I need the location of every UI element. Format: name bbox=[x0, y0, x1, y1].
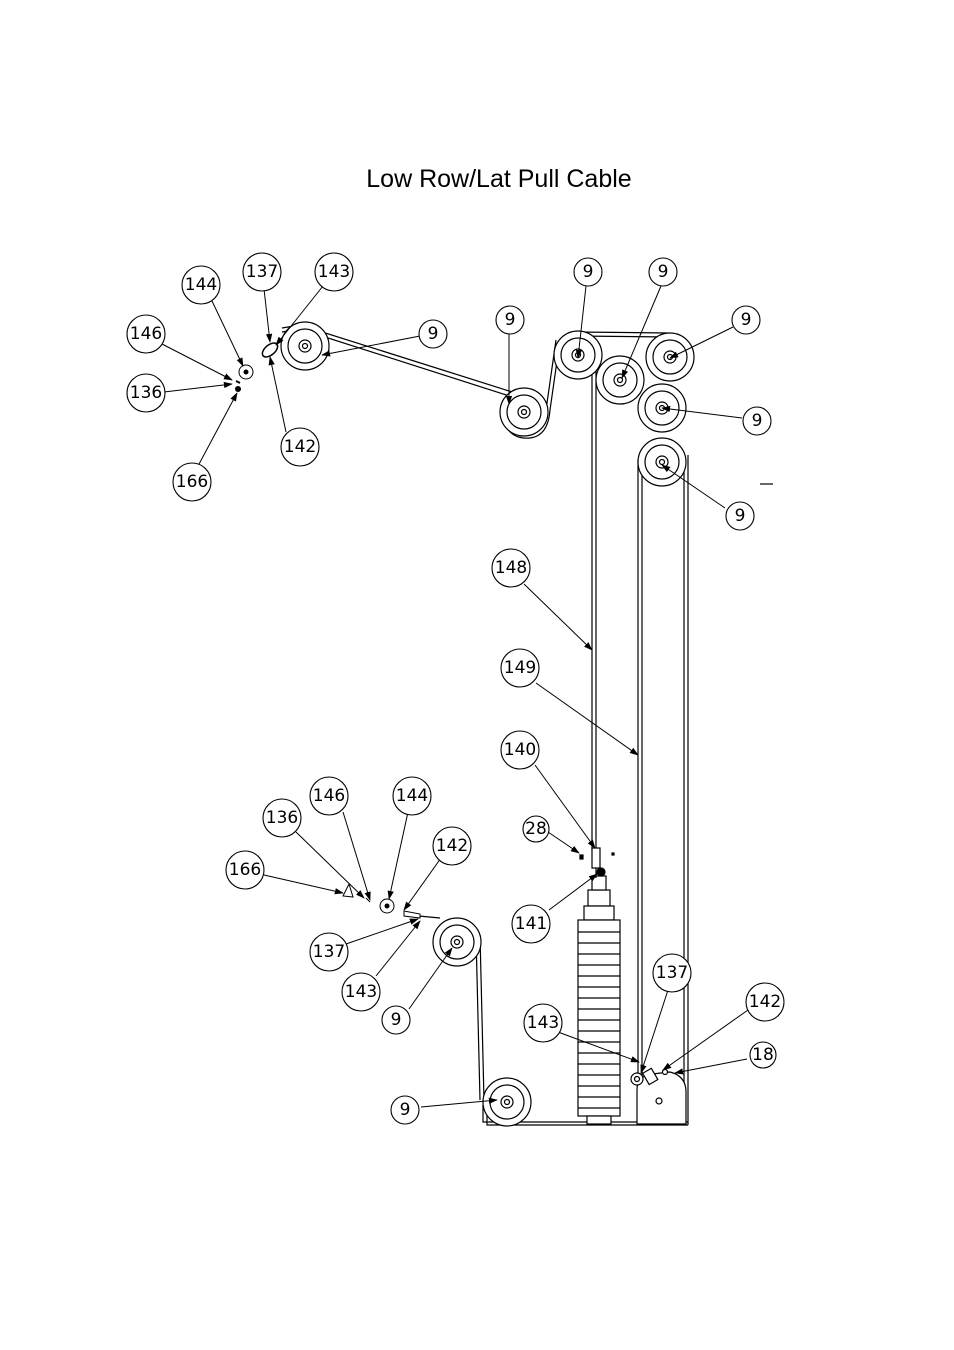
callout-137: 137 bbox=[313, 942, 345, 962]
callout-166: 166 bbox=[176, 472, 208, 492]
pulley bbox=[280, 321, 330, 371]
pulley bbox=[637, 437, 687, 487]
callout-143: 143 bbox=[318, 262, 350, 282]
pulleys bbox=[280, 321, 695, 1127]
callout-9: 9 bbox=[658, 262, 669, 282]
leader-lines bbox=[161, 285, 749, 1108]
callout-9: 9 bbox=[752, 411, 763, 431]
callout-141: 141 bbox=[515, 914, 547, 934]
callout-9: 9 bbox=[400, 1100, 411, 1120]
callout-143: 143 bbox=[345, 982, 377, 1002]
pulley bbox=[645, 332, 695, 382]
callout-140: 140 bbox=[504, 740, 536, 760]
callout-144: 144 bbox=[396, 786, 428, 806]
pulley-housing bbox=[630, 1067, 687, 1125]
top-hardware bbox=[235, 342, 279, 392]
callout-137: 137 bbox=[656, 963, 688, 983]
callout-144: 144 bbox=[185, 275, 217, 295]
callout-labels: 144 137 143 146 136 142 166 9 9 9 9 9 9 … bbox=[130, 262, 781, 1120]
callout-9: 9 bbox=[391, 1010, 402, 1030]
callout-9: 9 bbox=[583, 262, 594, 282]
callout-142: 142 bbox=[284, 437, 316, 457]
callout-149: 149 bbox=[504, 658, 536, 678]
pulley bbox=[432, 917, 482, 967]
callout-146: 146 bbox=[313, 786, 345, 806]
callout-9: 9 bbox=[735, 506, 746, 526]
callout-136: 136 bbox=[266, 808, 298, 828]
callout-136: 136 bbox=[130, 383, 162, 403]
bottom-hardware bbox=[342, 882, 421, 919]
callout-143: 143 bbox=[527, 1013, 559, 1033]
callout-28: 28 bbox=[525, 819, 547, 839]
weight-stack bbox=[577, 847, 621, 1125]
callout-166: 166 bbox=[229, 860, 261, 880]
page-title: Low Row/Lat Pull Cable bbox=[366, 165, 632, 193]
callout-142: 142 bbox=[749, 992, 781, 1012]
callout-18: 18 bbox=[752, 1045, 774, 1065]
callouts bbox=[126, 252, 785, 1125]
callout-148: 148 bbox=[495, 558, 527, 578]
callout-9: 9 bbox=[741, 310, 752, 330]
callout-142: 142 bbox=[436, 836, 468, 856]
callout-9: 9 bbox=[505, 310, 516, 330]
pulley bbox=[499, 387, 549, 437]
pulley bbox=[482, 1077, 532, 1127]
pulley bbox=[595, 355, 645, 405]
callout-146: 146 bbox=[130, 324, 162, 344]
callout-9: 9 bbox=[428, 324, 439, 344]
cable-path bbox=[281, 324, 689, 1126]
callout-137: 137 bbox=[246, 262, 278, 282]
